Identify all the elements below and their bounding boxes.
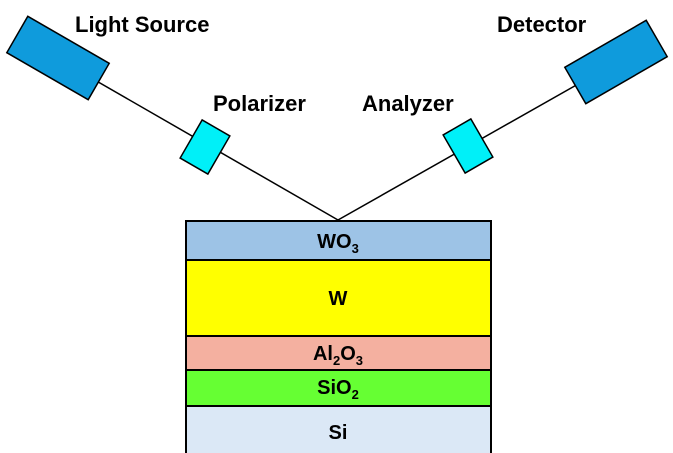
- layer-label-sio2: SiO2: [317, 377, 359, 402]
- analyzer-element: [442, 117, 494, 175]
- sample-stack: WO3 W Al2O3 SiO2 Si: [185, 220, 492, 453]
- layer-si: [185, 405, 492, 453]
- detector-label: Detector: [497, 12, 587, 37]
- layer-wo3: [185, 220, 492, 261]
- detector-box: [563, 19, 669, 105]
- layer-label-si: Si: [329, 422, 348, 444]
- layer-sio2: [185, 369, 492, 407]
- layer-label-wo3: WO3: [317, 231, 359, 256]
- layer-w: [185, 259, 492, 337]
- polarizer-element: [179, 118, 231, 176]
- analyzer-label: Analyzer: [362, 91, 454, 116]
- light-source-label: Light Source: [75, 12, 209, 37]
- layer-label-al2o3: Al2O3: [313, 343, 363, 368]
- layer-al2o3: [185, 335, 492, 371]
- light-source-box: [5, 15, 111, 101]
- polarizer-label: Polarizer: [213, 91, 306, 116]
- layer-label-w: W: [329, 288, 348, 310]
